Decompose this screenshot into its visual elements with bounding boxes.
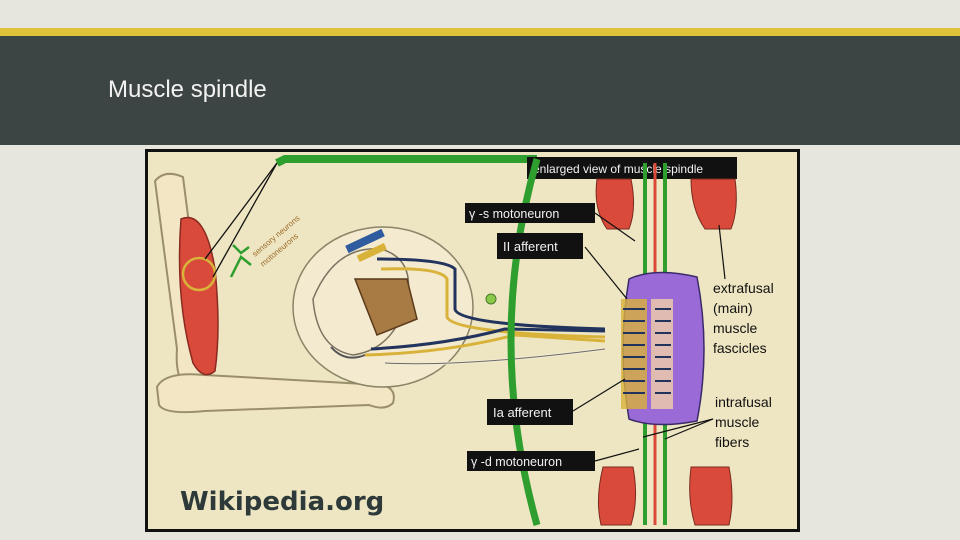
muscle-spindle-diagram: enlarged view of muscle spindle sensory … xyxy=(145,149,800,532)
intrafusal-line-1: intrafusal xyxy=(715,394,772,410)
ganglion-dot xyxy=(486,294,496,304)
label-ii-afferent: II afferent xyxy=(497,233,583,259)
intrafusal-line-3: fibers xyxy=(715,434,749,450)
enlarged-view-label: enlarged view of muscle spindle xyxy=(533,162,703,176)
extrafusal-line-3: muscle xyxy=(713,320,758,336)
muscle-spindle-figure: enlarged view of muscle spindle sensory … xyxy=(145,149,800,532)
intrafusal-capsule xyxy=(621,272,704,424)
extrafusal-line-4: fascicles xyxy=(713,340,767,356)
gamma-d-label: γ -d motoneuron xyxy=(471,455,562,469)
slide-title: Muscle spindle xyxy=(108,76,267,104)
intrafusal-line-2: muscle xyxy=(715,414,760,430)
source-credit: Wikipedia.org xyxy=(180,487,384,517)
extrafusal-line-1: extrafusal xyxy=(713,280,774,296)
gamma-s-label: γ -s motoneuron xyxy=(469,207,559,221)
ii-afferent-label: II afferent xyxy=(503,239,558,254)
label-gamma-d: γ -d motoneuron xyxy=(467,451,595,471)
label-gamma-s: γ -s motoneuron xyxy=(465,203,595,223)
label-ia-afferent: Ia afferent xyxy=(487,399,573,425)
enlarged-view-bracket xyxy=(277,159,537,163)
extrafusal-line-2: (main) xyxy=(713,300,753,316)
accent-bar xyxy=(0,28,960,36)
ia-afferent-label: Ia afferent xyxy=(493,405,552,420)
